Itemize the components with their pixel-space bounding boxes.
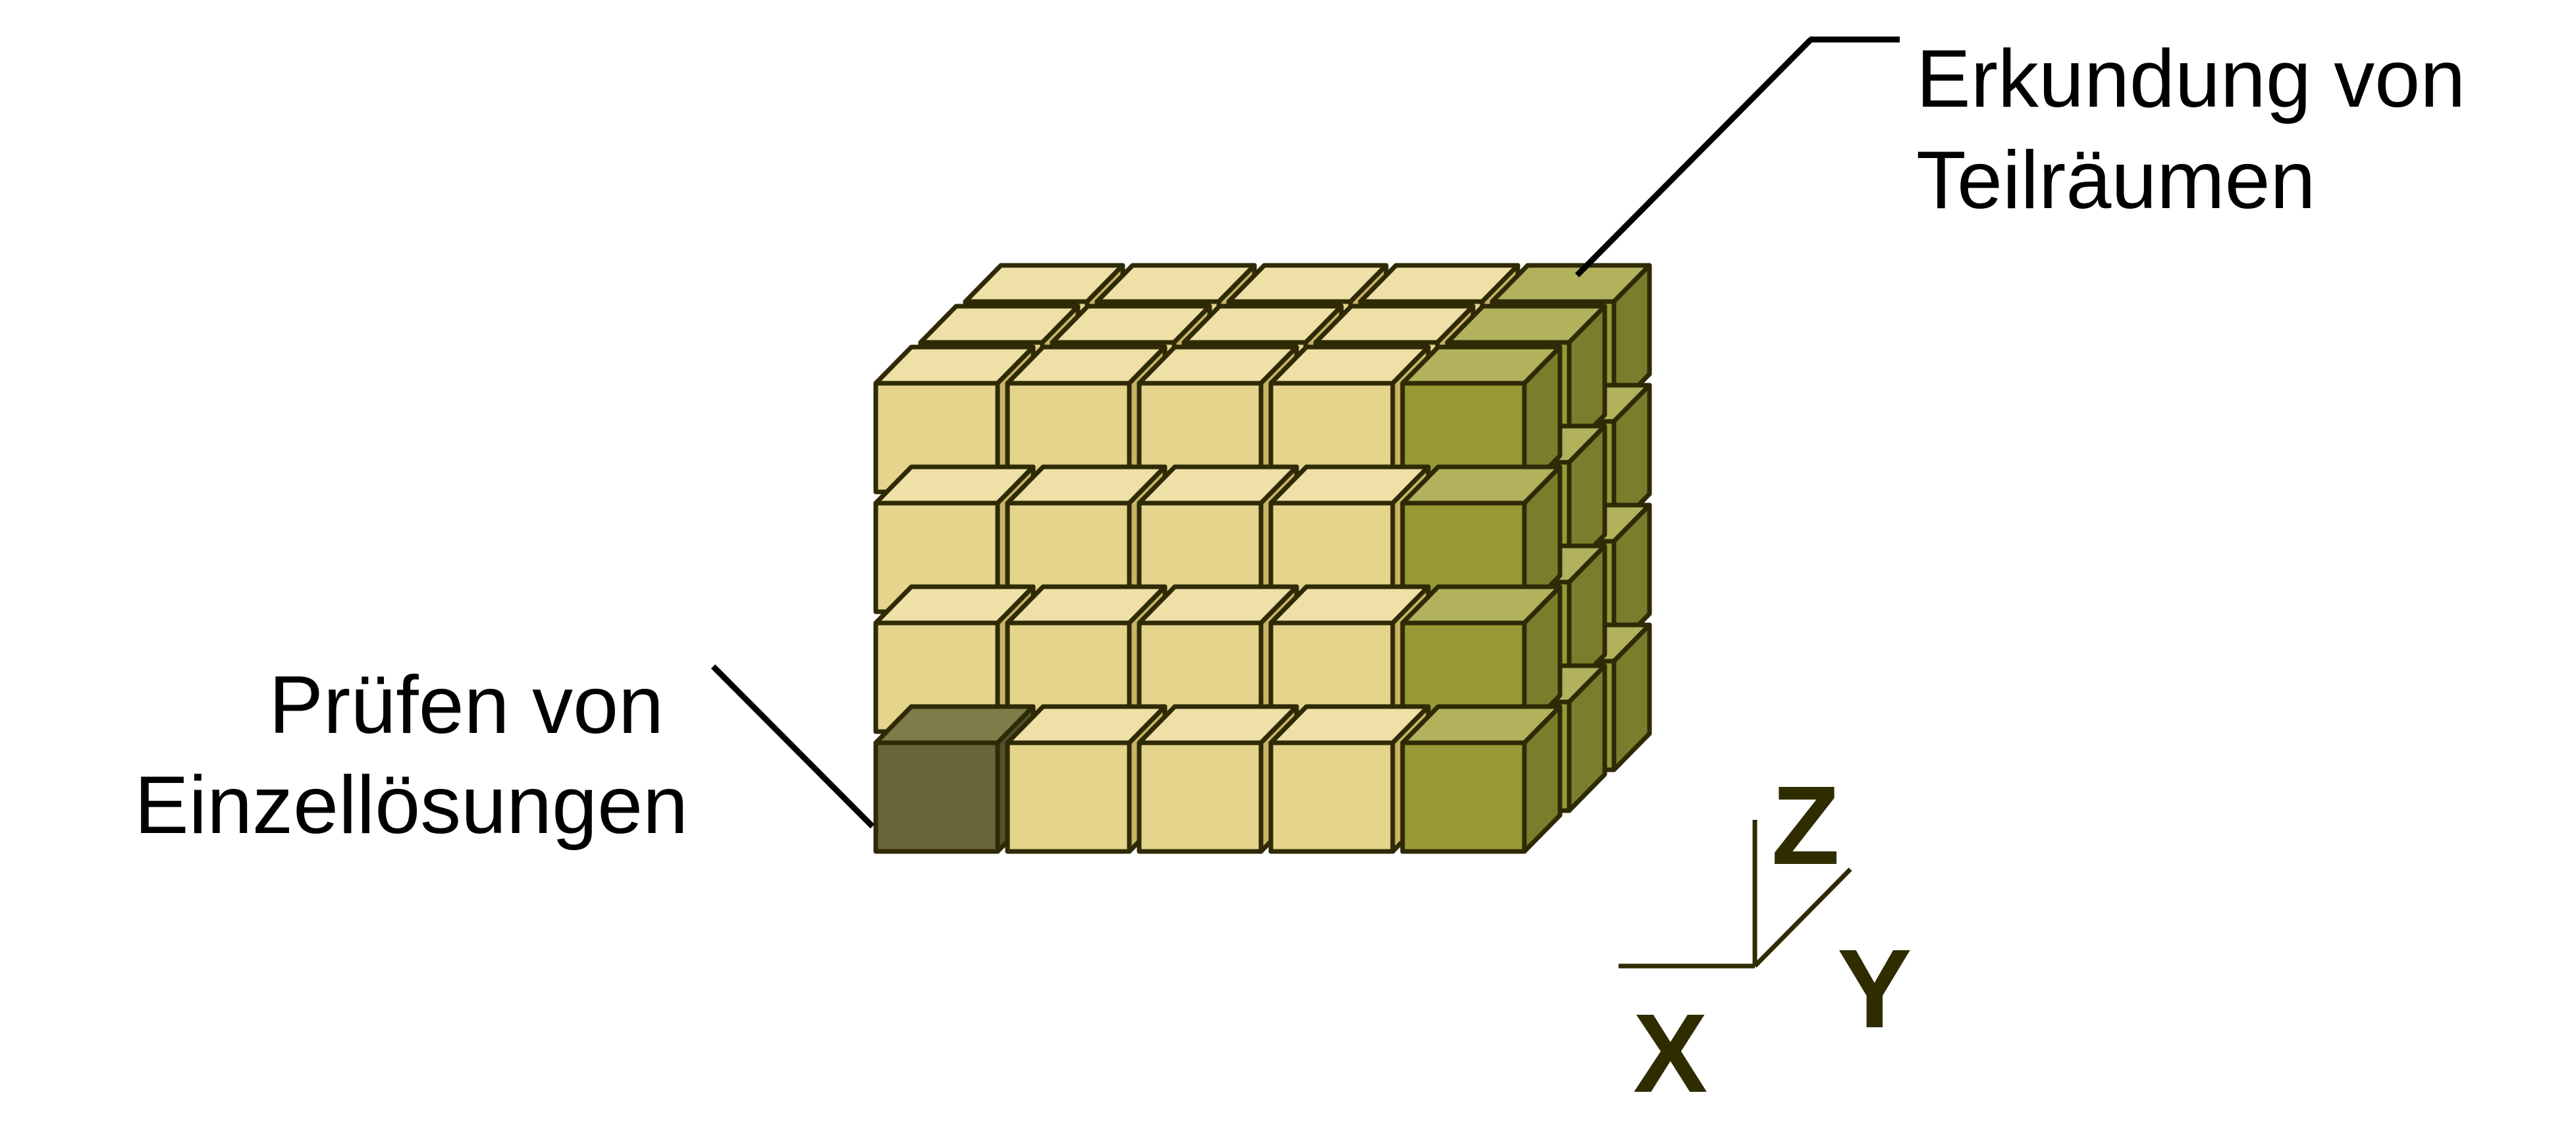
leader-line-single-cell	[711, 664, 875, 829]
cube-front-face	[1268, 740, 1395, 854]
axis-z-label: Z	[1771, 763, 1840, 888]
label-subspace-line2: Teilräumen	[1916, 135, 2316, 226]
cube-front-face	[873, 740, 1000, 854]
cube-normal	[1268, 344, 1431, 495]
axis-x-label: X	[1633, 991, 1707, 1116]
label-subspace-line1: Erkundung von	[1916, 34, 2465, 124]
cube-front-face	[1137, 740, 1264, 854]
label-single-line2: Einzellösungen	[134, 760, 688, 851]
leader-line-subspace	[1574, 37, 1813, 278]
cube-front-face	[1005, 740, 1132, 854]
cube-front-face	[1400, 740, 1527, 854]
axis-y-label: Y	[1837, 927, 1912, 1052]
label-single-line1: Prüfen von	[269, 660, 664, 751]
axis-y-line	[1753, 867, 1852, 968]
cube-grid	[873, 263, 1652, 854]
axis-indicator: Z Y X	[1619, 763, 1912, 1116]
cube-subspace	[1400, 704, 1563, 854]
